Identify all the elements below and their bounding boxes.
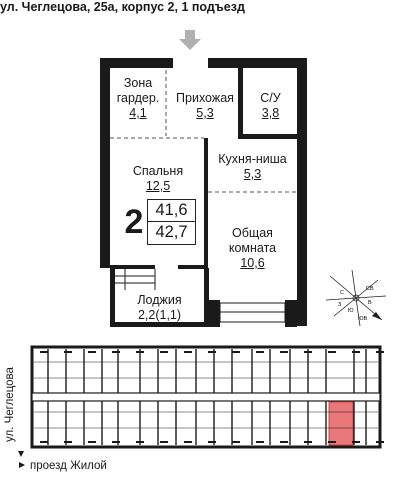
room-bedroom-area: 12,5 bbox=[145, 179, 171, 193]
triangle-right-icon bbox=[19, 462, 25, 468]
apartment-walls bbox=[100, 58, 307, 327]
svg-text:Ю: Ю bbox=[348, 308, 354, 314]
room-kitchen-name: Кухня-ниша bbox=[218, 152, 287, 166]
svg-text:З: З bbox=[338, 302, 342, 308]
compass-rose-icon: С СВ В Ю З ЮВ bbox=[325, 269, 387, 327]
room-bathroom-area: 3,8 bbox=[261, 106, 280, 120]
living-window bbox=[219, 302, 286, 323]
room-hallway-name: Прихожая bbox=[176, 91, 234, 105]
room-bedroom: Спальня 12,5 bbox=[112, 164, 204, 194]
svg-text:ЮВ: ЮВ bbox=[358, 316, 368, 322]
room-wardrobe-name: Зона гардер. bbox=[116, 76, 160, 105]
room-kitchen-area: 5,3 bbox=[243, 167, 262, 181]
address-title: ул. Чеглецова, 25а, корпус 2, 1 подъезд bbox=[0, 0, 245, 14]
room-wardrobe-area: 4,1 bbox=[129, 106, 147, 120]
building-key-plan bbox=[30, 345, 384, 449]
street-label-vertical: ул. Чеглецова bbox=[4, 367, 16, 442]
zone-dividers bbox=[110, 70, 297, 193]
triangle-down-icon bbox=[18, 451, 24, 457]
room-wardrobe: Зона гардер. 4,1 bbox=[112, 76, 164, 121]
entrance-arrow-icon bbox=[179, 30, 201, 50]
rooms-count: 2 bbox=[124, 203, 144, 241]
bedroom-closet-lines bbox=[115, 269, 156, 290]
room-bathroom-name: С/У bbox=[260, 91, 281, 105]
street-label-horizontal: проезд Жилой bbox=[30, 460, 107, 472]
room-loggia-name: Лоджия bbox=[137, 293, 182, 307]
total-area-with-loggia: 42,7 bbox=[155, 223, 188, 241]
room-kitchen: Кухня-ниша 5,3 bbox=[208, 152, 297, 182]
room-bathroom: С/У 3,8 bbox=[244, 91, 297, 121]
svg-text:С: С bbox=[340, 290, 344, 296]
room-loggia-area: 2,2(1,1) bbox=[137, 308, 182, 322]
svg-text:В: В bbox=[368, 300, 372, 306]
area-box: 41,6 42,7 bbox=[147, 199, 196, 245]
room-living-area: 10,6 bbox=[240, 256, 265, 270]
highlighted-apartment bbox=[328, 401, 354, 446]
room-hallway-area: 5,3 bbox=[196, 106, 214, 120]
room-bedroom-name: Спальня bbox=[132, 164, 184, 178]
room-loggia: Лоджия 2,2(1,1) bbox=[115, 293, 204, 323]
total-area: 41,6 bbox=[148, 200, 195, 222]
svg-text:СВ: СВ bbox=[366, 286, 374, 292]
room-hallway: Прихожая 5,3 bbox=[170, 91, 240, 121]
apartment-summary: 2 41,6 42,7 bbox=[119, 199, 196, 245]
room-living: Общая комната 10,6 bbox=[208, 226, 297, 271]
room-living-name: Общая комната bbox=[228, 226, 277, 255]
